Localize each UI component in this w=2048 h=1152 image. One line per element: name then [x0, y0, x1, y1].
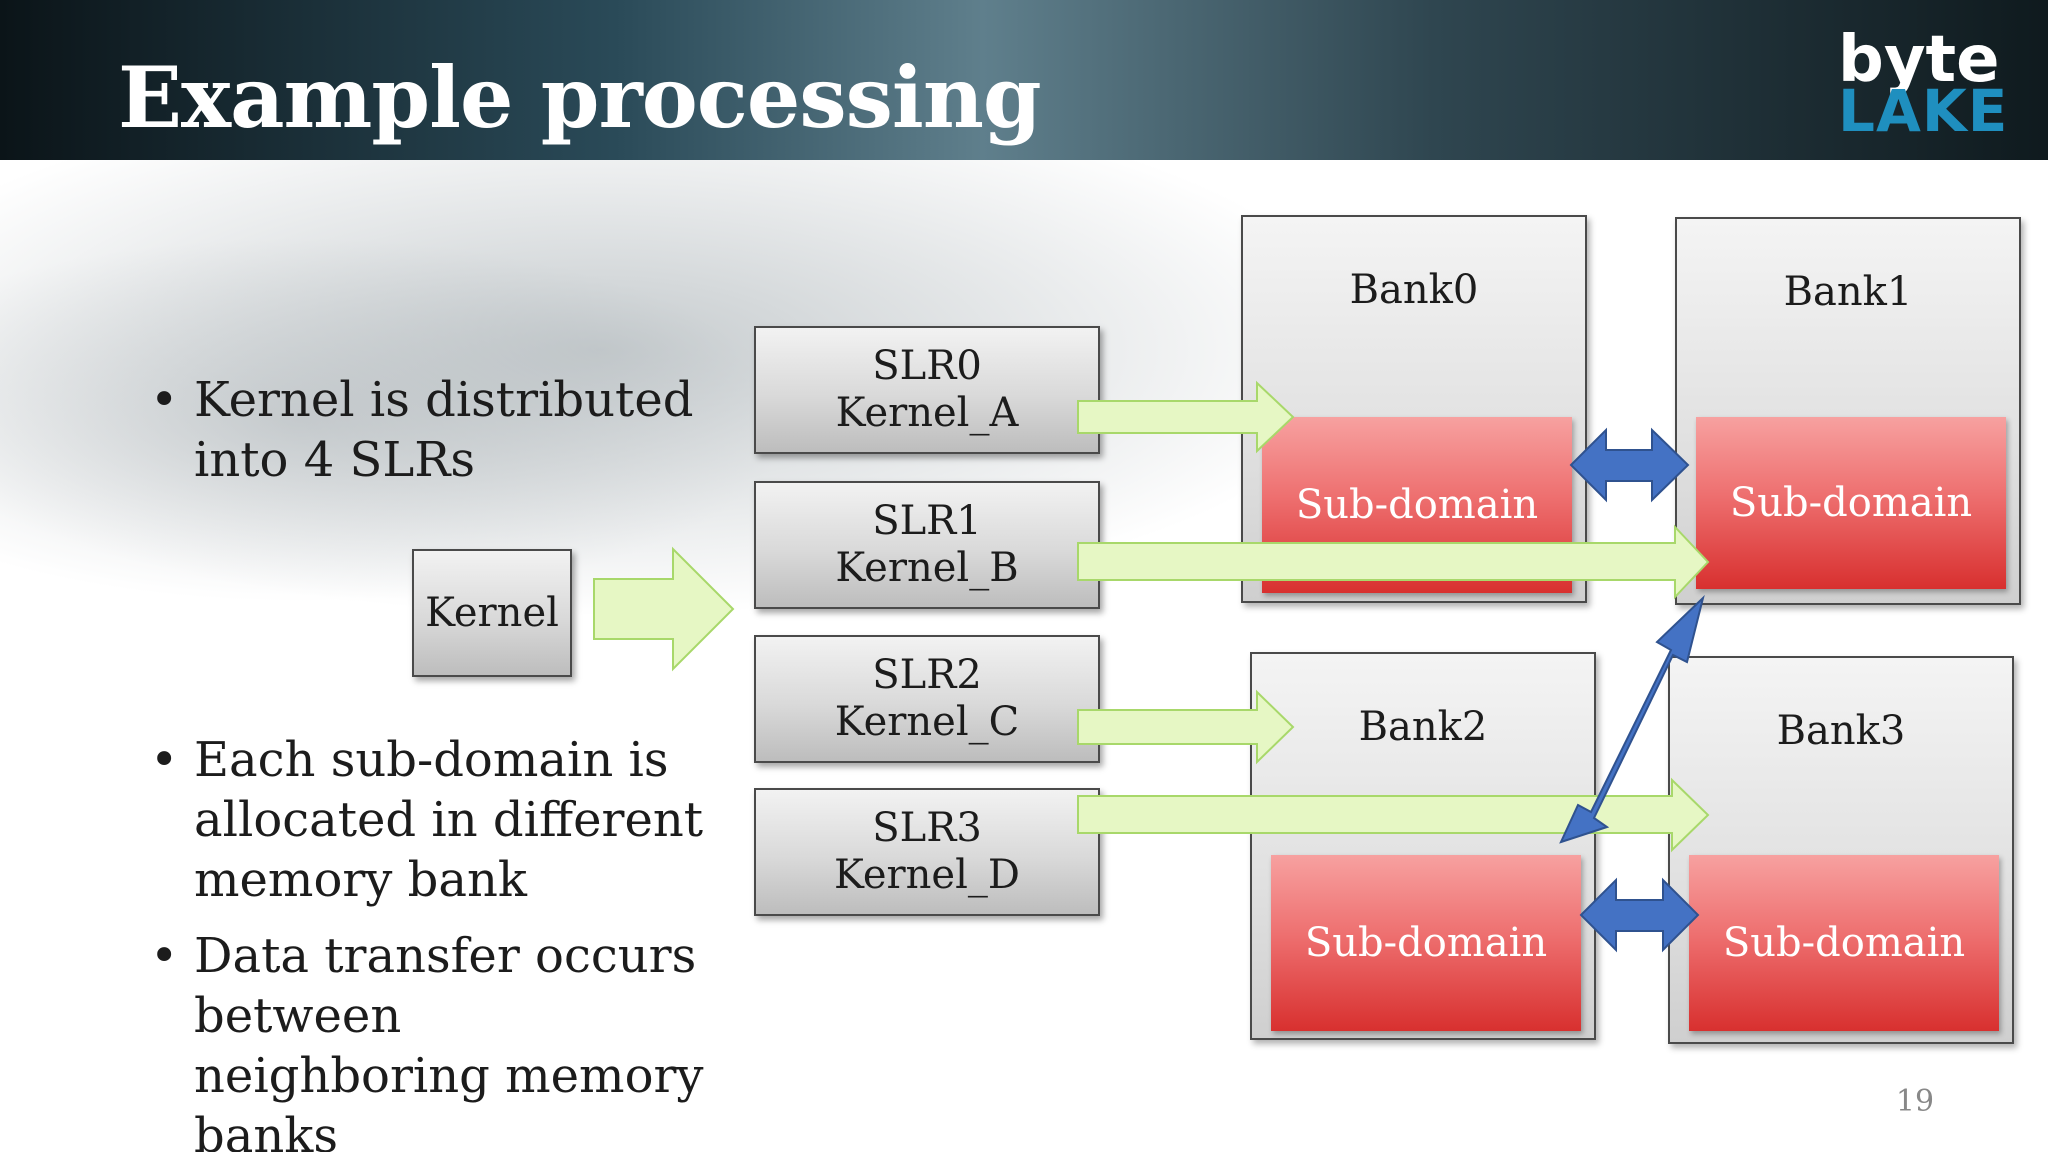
bank0-bank1-transfer-arrow: [1569, 427, 1690, 503]
slr-label: SLR0: [872, 343, 982, 389]
kernel-to-slr-arrow: [593, 546, 735, 672]
slr-kernel-label: Kernel_A: [835, 390, 1019, 436]
slr3-to-bank3-arrow: [1077, 777, 1710, 853]
subdomain-label: Sub-domain: [1295, 482, 1539, 528]
slide-title: Example processing: [118, 48, 1042, 147]
bullet-item: Data transfer occurs between neighboring…: [148, 926, 708, 1152]
logo-text-byte: byte: [1838, 23, 2000, 97]
bank-label: Bank2: [1358, 704, 1488, 750]
bank2-bank1-transfer-arrow: [1559, 594, 1705, 844]
kernel-label: Kernel: [425, 589, 559, 636]
slr-label: SLR1: [872, 498, 982, 544]
kernel-box: Kernel: [412, 549, 572, 677]
slr-kernel-label: Kernel_B: [835, 545, 1019, 591]
slr-label: SLR3: [872, 805, 982, 851]
bullet-item: Each sub-domain is allocated in differen…: [148, 730, 708, 910]
subdomain-bank-3: Sub-domain: [1689, 855, 1999, 1031]
subdomain-label: Sub-domain: [1729, 480, 1973, 526]
bank2-bank3-transfer-arrow: [1579, 877, 1700, 953]
page-number: 19: [1895, 1084, 1935, 1119]
slr0-to-bank0-arrow: [1077, 380, 1295, 454]
slr-kernel-label: Kernel_C: [834, 699, 1020, 745]
title-banner: [0, 0, 2048, 160]
subdomain-bank-1: Sub-domain: [1696, 417, 2006, 589]
logo-text-lake: LAKE: [1838, 77, 2009, 145]
bullet-item: Kernel is distributed into 4 SLRs: [148, 370, 708, 490]
slr2-to-bank2-arrow: [1077, 689, 1295, 765]
subdomain-label: Sub-domain: [1304, 920, 1548, 966]
bytelake-logo: byte LAKE: [1838, 28, 2018, 140]
slr1-to-bank1-arrow: [1077, 524, 1710, 600]
slr-kernel-label: Kernel_D: [834, 852, 1020, 898]
bank-label: Bank0: [1349, 267, 1479, 313]
bank-label: Bank3: [1776, 708, 1906, 754]
slr-label: SLR2: [872, 652, 982, 698]
subdomain-label: Sub-domain: [1722, 920, 1966, 966]
subdomain-bank-2: Sub-domain: [1271, 855, 1581, 1031]
bank-label: Bank1: [1783, 269, 1913, 315]
